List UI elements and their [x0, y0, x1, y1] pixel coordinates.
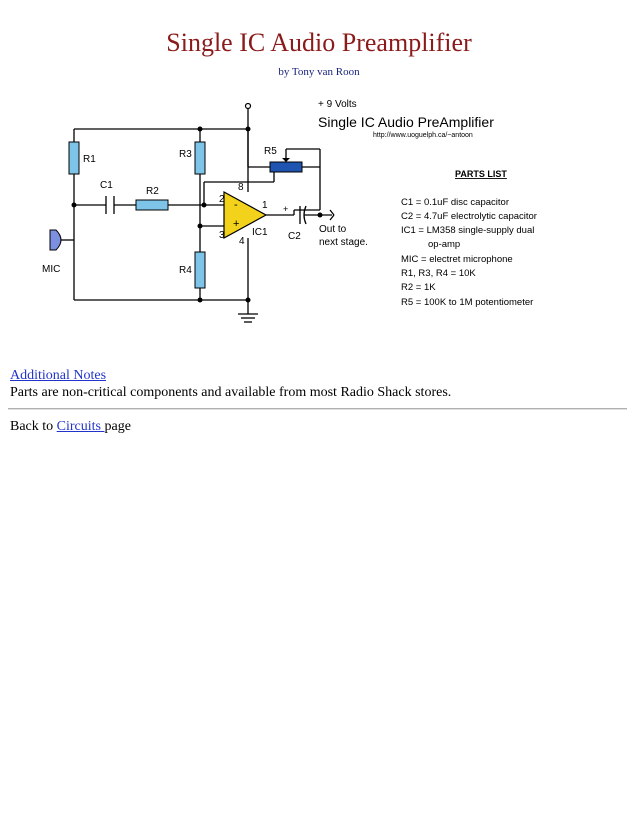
ic1-label: IC1: [252, 227, 268, 238]
parts-list-item: R5 = 100K to 1M potentiometer: [401, 297, 533, 308]
schematic-url: http://www.uoguelph.ca/~antoon: [373, 132, 473, 139]
output-label-line1: Out to: [319, 224, 347, 235]
c2-label: C2: [288, 231, 301, 242]
schematic-heading: Single IC Audio PreAmplifier: [318, 114, 494, 130]
notes-text: Parts are non-critical components and av…: [10, 385, 452, 400]
divider: [8, 408, 627, 410]
parts-list-item: R2 = 1K: [401, 282, 436, 293]
r4-label: R4: [179, 265, 192, 276]
supply-label: + 9 Volts: [318, 99, 357, 110]
parts-list-item: IC1 = LM358 single-supply dual: [401, 225, 534, 236]
circuits-link[interactable]: Circuits: [56, 419, 105, 434]
parts-list-item: op-amp: [428, 239, 460, 250]
additional-notes-link[interactable]: Additional Notes: [10, 368, 107, 383]
pin1-label: 1: [262, 200, 268, 211]
pin3-label: 3: [219, 230, 225, 241]
back-suffix: page: [104, 419, 131, 434]
schematic-svg: + 9 Volts R1 R3 R4 R2 R5 C1 C2 IC1 MIC 2…: [42, 99, 537, 323]
parts-list-item: C1 = 0.1uF disc capacitor: [401, 197, 509, 208]
minus-label: -: [234, 199, 238, 211]
back-navigation: Back to Circuits page: [10, 419, 131, 435]
back-prefix: Back to: [10, 419, 57, 434]
pin4-label: 4: [239, 236, 245, 247]
parts-list-item: C2 = 4.7uF electrolytic capacitor: [401, 211, 537, 222]
pin2-label: 2: [219, 194, 225, 205]
r1-label: R1: [83, 154, 96, 165]
circuit-schematic: + 9 Volts R1 R3 R4 R2 R5 C1 C2 IC1 MIC 2…: [36, 92, 596, 332]
page-title: Single IC Audio Preamplifier: [166, 28, 472, 57]
parts-list-title: PARTS LIST: [455, 169, 507, 179]
r3-label: R3: [179, 149, 192, 160]
mic-label: MIC: [42, 264, 60, 275]
plus-label: +: [233, 218, 239, 230]
author-byline: by Tony van Roon: [278, 66, 360, 78]
r2-label: R2: [146, 186, 159, 197]
output-label-line2: next stage.: [319, 237, 368, 248]
cap-plus-label: +: [283, 204, 288, 214]
parts-list-item: R1, R3, R4 = 10K: [401, 268, 476, 279]
c1-label: C1: [100, 180, 113, 191]
pin8-label: 8: [238, 182, 244, 193]
parts-list-item: MIC = electret microphone: [401, 254, 513, 265]
r5-label: R5: [264, 146, 277, 157]
